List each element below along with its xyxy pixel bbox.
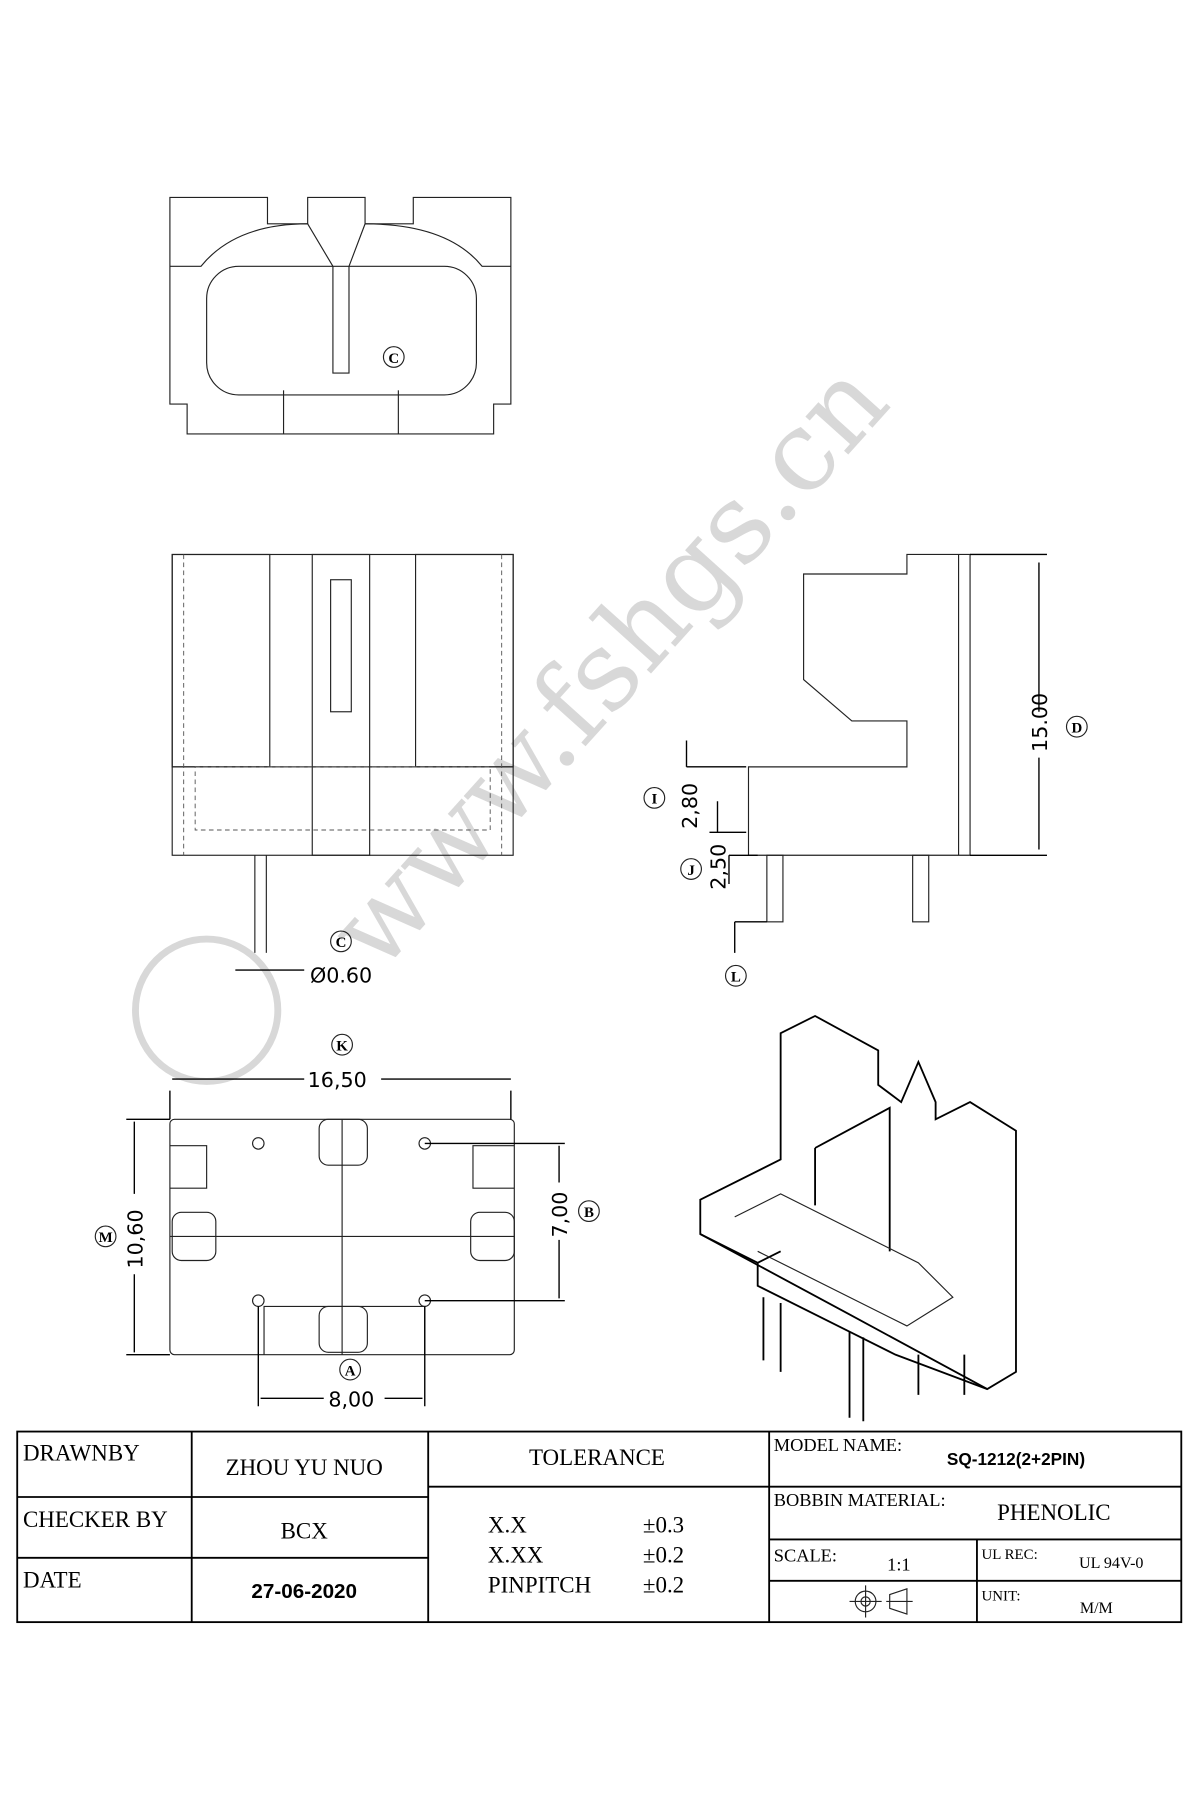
pin-pitch-label: 8,00 bbox=[328, 1387, 374, 1411]
date-value: 27-06-2020 bbox=[251, 1580, 357, 1603]
front-view: C Ø0.60 bbox=[171, 553, 514, 988]
isometric-view bbox=[699, 1014, 1017, 1422]
ul-label: UL REC: bbox=[982, 1547, 1038, 1563]
checker-label: CHECKER BY bbox=[23, 1507, 168, 1532]
tolerance-key: X.XX bbox=[488, 1542, 544, 1567]
callout-label: C bbox=[336, 935, 347, 951]
pin-diameter-label: Ø0.60 bbox=[310, 964, 372, 988]
checker-value: BCX bbox=[281, 1518, 329, 1543]
unit-label: UNIT: bbox=[982, 1588, 1021, 1604]
ul-value: UL 94V-0 bbox=[1079, 1555, 1143, 1572]
standoff-label: 2,50 bbox=[707, 844, 731, 890]
callout-label: A bbox=[345, 1363, 356, 1379]
callout-label: I bbox=[651, 792, 657, 808]
top-view: C bbox=[169, 196, 512, 435]
watermark-logo-icon bbox=[132, 935, 282, 1085]
drawn-by-label: DRAWNBY bbox=[23, 1440, 140, 1465]
depth-label: 10,60 bbox=[123, 1209, 147, 1268]
scale-label: SCALE: bbox=[774, 1545, 837, 1565]
bottom-view: 16,50 K 7,00 B 10,60 M 8,00 A bbox=[94, 1033, 600, 1411]
callout-label: M bbox=[99, 1230, 113, 1246]
tolerance-value: ±0.2 bbox=[643, 1572, 684, 1597]
side-view: 15.00 D 2,80 2,50 I J L bbox=[643, 553, 1088, 987]
callout-label: B bbox=[584, 1205, 594, 1221]
tolerance-value: ±0.2 bbox=[643, 1542, 684, 1567]
scale-value: 1:1 bbox=[887, 1554, 910, 1574]
projection-symbol-icon bbox=[849, 1585, 913, 1618]
model-value: SQ-1212(2+2PIN) bbox=[947, 1449, 1085, 1469]
pin-row-spacing-label: 7,00 bbox=[548, 1192, 572, 1238]
model-label: MODEL NAME: bbox=[774, 1435, 902, 1455]
material-value: PHENOLIC bbox=[997, 1500, 1111, 1525]
callout-label: K bbox=[336, 1038, 348, 1054]
tolerance-key: PINPITCH bbox=[488, 1572, 591, 1597]
callout-label: L bbox=[731, 970, 741, 986]
tolerance-key: X.X bbox=[488, 1513, 527, 1538]
unit-value: M/M bbox=[1080, 1600, 1113, 1617]
callout-label: C bbox=[388, 351, 399, 367]
callout-c-top bbox=[382, 346, 405, 368]
watermark-text: www.fshgs.cn bbox=[303, 337, 912, 993]
base-height-label: 2,80 bbox=[678, 783, 702, 829]
callout-label: J bbox=[687, 863, 695, 879]
date-label: DATE bbox=[23, 1568, 82, 1593]
width-label: 16,50 bbox=[308, 1068, 367, 1092]
material-label: BOBBIN MATERIAL: bbox=[774, 1490, 946, 1510]
height-label: 15.00 bbox=[1028, 693, 1052, 752]
tolerance-value: ±0.3 bbox=[643, 1513, 684, 1538]
drawn-by-value: ZHOU YU NUO bbox=[226, 1455, 383, 1480]
tolerance-label: TOLERANCE bbox=[529, 1445, 665, 1470]
callout-label: D bbox=[1071, 720, 1082, 736]
title-block: DRAWNBY ZHOU YU NUO CHECKER BY BCX DATE … bbox=[16, 1430, 1183, 1624]
